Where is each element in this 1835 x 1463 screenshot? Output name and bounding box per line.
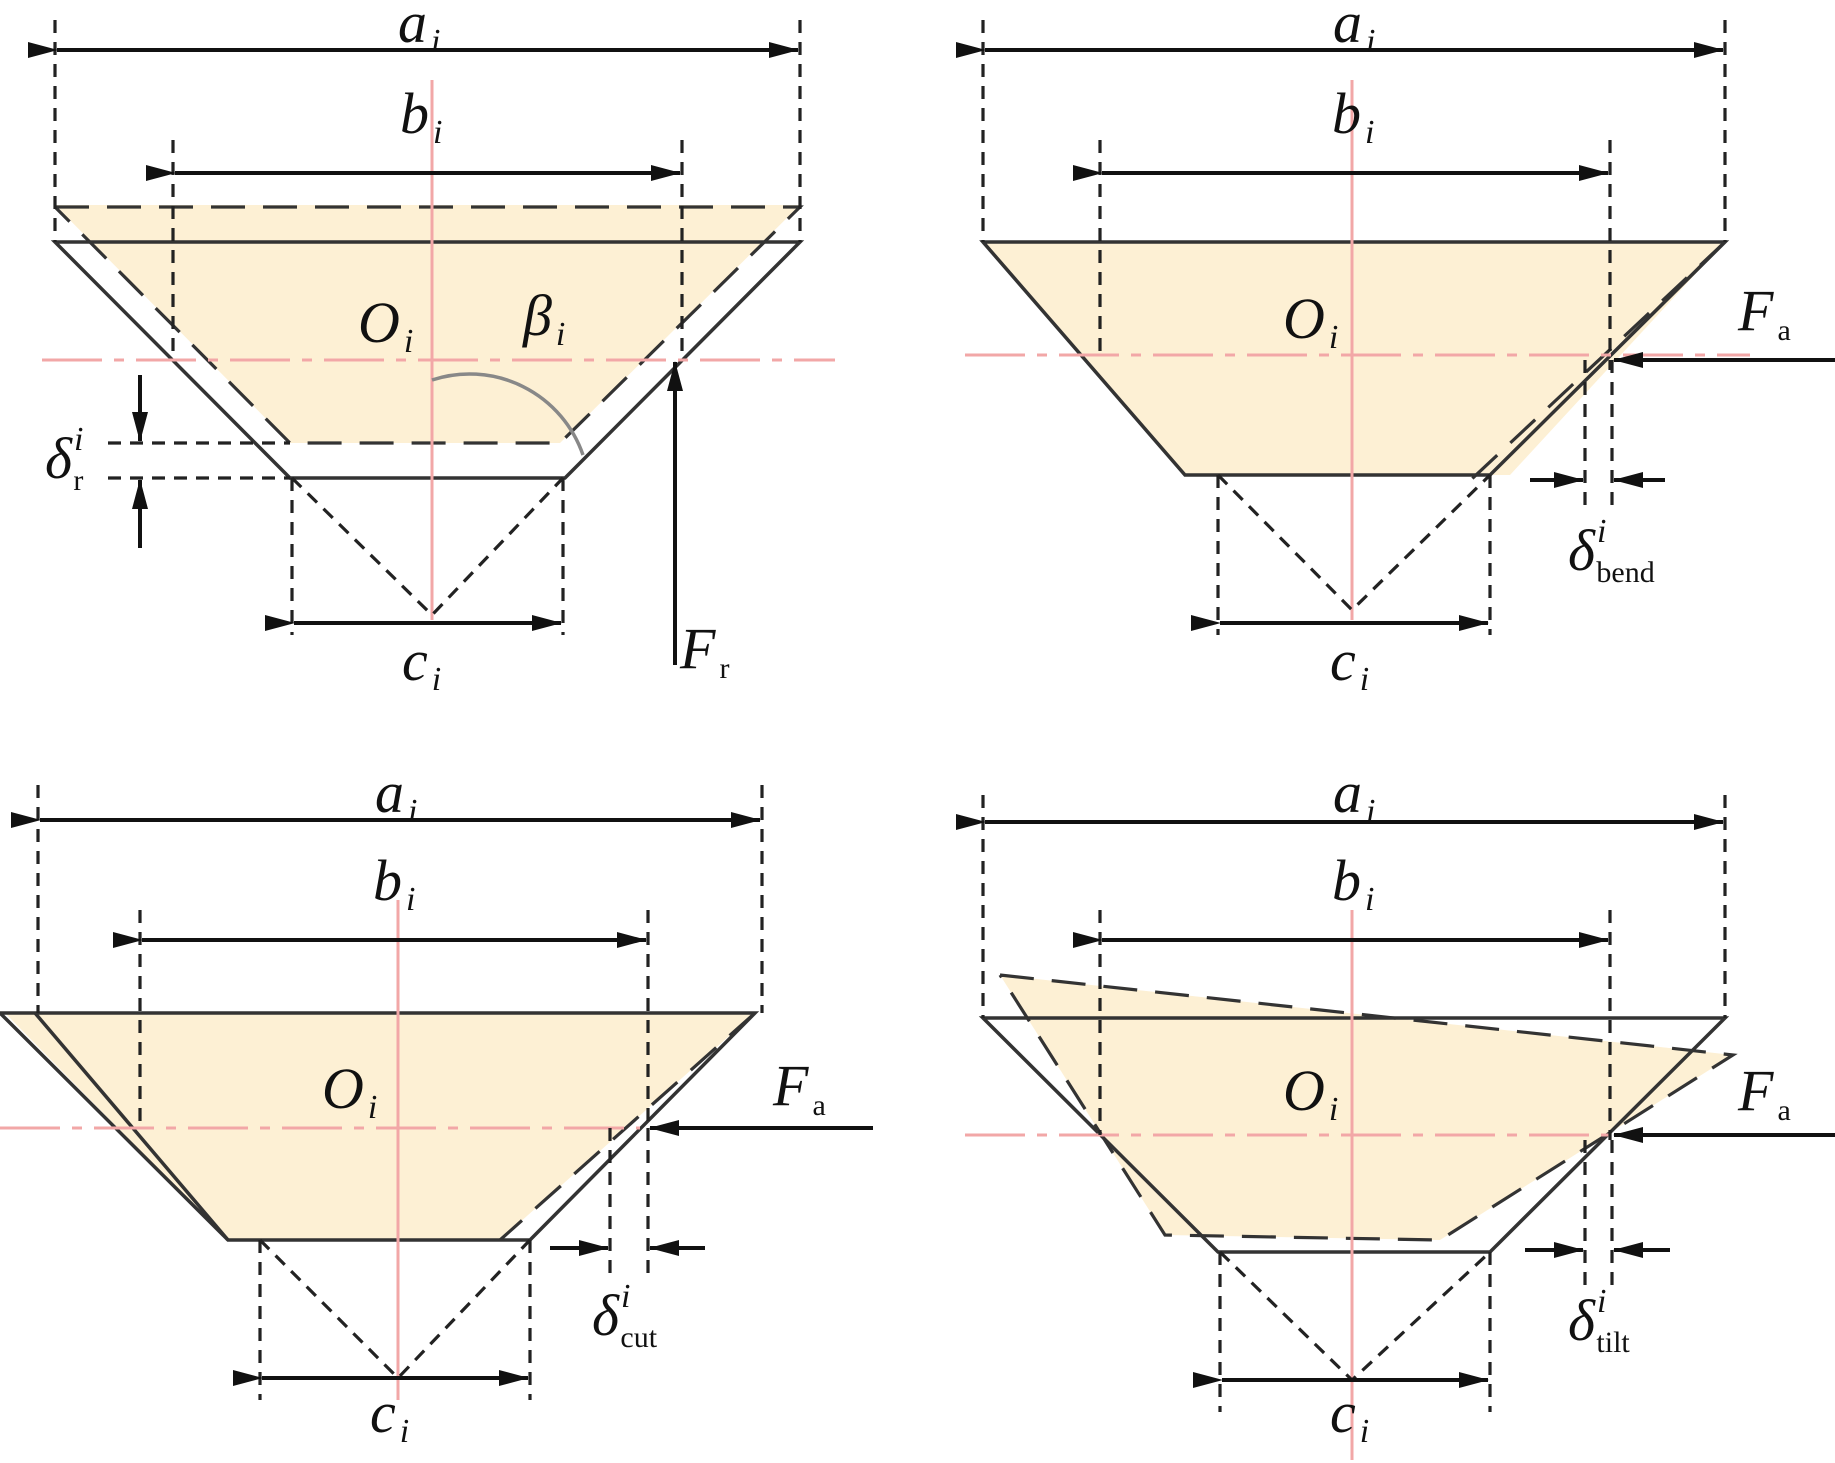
cone-apex-lines xyxy=(1216,473,1492,613)
deformed-section-fill xyxy=(1000,975,1733,1240)
deformed-section-fill xyxy=(55,205,800,443)
original-section xyxy=(50,240,805,480)
cone-apex-lines xyxy=(1218,1250,1492,1383)
beta-angle-arc xyxy=(431,372,585,456)
cone-apex-lines xyxy=(258,1238,532,1381)
deformed-outline xyxy=(498,1011,757,1242)
deformed-outline xyxy=(998,973,1738,1242)
deformed-outline xyxy=(53,205,804,445)
cone-apex-lines xyxy=(290,476,565,618)
deformed-section-fill xyxy=(983,242,1725,475)
